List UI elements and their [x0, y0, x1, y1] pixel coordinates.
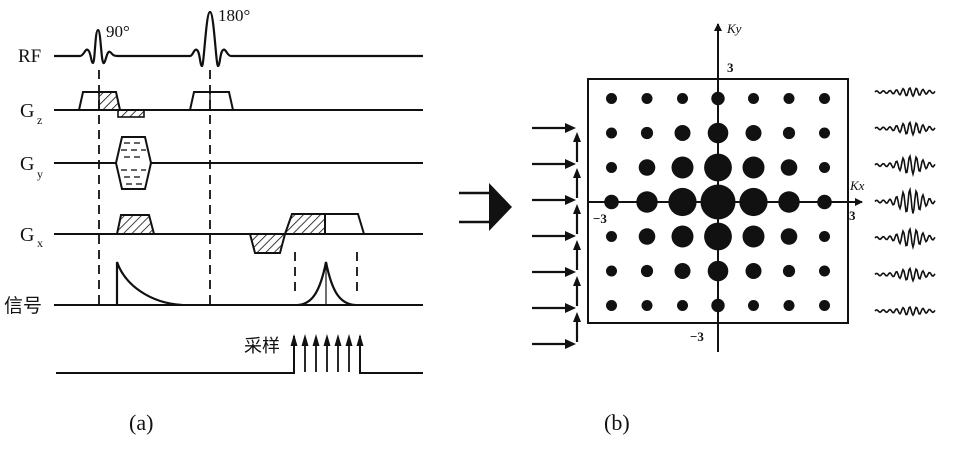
sample-arrow	[356, 334, 364, 372]
k-space-sample	[748, 300, 759, 311]
pulse-sequence-diagram: RF G z G y G x 信号 90° 180°	[4, 6, 423, 374]
gx-label: G x	[20, 224, 43, 250]
k-space-sample	[782, 264, 796, 278]
svg-text:G: G	[20, 153, 34, 175]
kx-min-label: −3	[593, 211, 607, 226]
caption-a: (a)	[129, 410, 154, 435]
phase-step-arrow	[573, 276, 581, 306]
k-space-sample	[819, 300, 830, 311]
transform-arrow	[459, 183, 512, 231]
sample-arrow	[312, 334, 320, 372]
k-space-sample	[674, 263, 691, 279]
sample-arrow	[345, 334, 353, 372]
sample-arrow	[334, 334, 342, 372]
timing-guides	[98, 70, 358, 304]
k-space-sample	[640, 126, 654, 140]
ky-axis-label: Ky	[726, 21, 742, 36]
rf-waveform	[54, 10, 423, 68]
k-space-sample	[819, 231, 830, 242]
k-space-sample	[606, 300, 617, 311]
k-space-sample	[640, 264, 654, 278]
k-space-sample	[638, 228, 656, 245]
k-space-sample	[819, 162, 830, 173]
sampling-label: 采样	[244, 336, 280, 357]
k-space-sample	[674, 125, 691, 141]
phase-step-arrow	[573, 204, 581, 234]
k-space-sample	[606, 231, 617, 242]
k-space-sample	[748, 93, 759, 104]
svg-text:G: G	[20, 100, 34, 122]
k-space-sample	[641, 300, 653, 311]
k-space-sample	[606, 127, 617, 139]
k-space-traversal	[532, 123, 581, 349]
kx-max-label: 3	[849, 208, 856, 223]
gy-waveform	[54, 136, 423, 190]
echo-signal	[874, 186, 936, 214]
pulse-90-label: 90°	[106, 22, 130, 41]
k-space-sample	[782, 126, 796, 140]
readout-line-arrow	[532, 123, 576, 133]
k-space-sample	[677, 300, 688, 311]
sampling-window	[56, 334, 423, 374]
k-space-sample	[780, 159, 798, 176]
rf-label: RF	[18, 46, 41, 67]
svg-text:z: z	[37, 113, 42, 127]
readout-line-arrow	[532, 303, 576, 313]
readout-line-arrow	[532, 159, 576, 169]
k-space-sample	[819, 127, 830, 139]
signal-waveform	[54, 261, 423, 307]
k-space-sample	[671, 225, 694, 248]
caption-b: (b)	[604, 410, 630, 435]
gz-label: G z	[20, 100, 42, 127]
svg-text:x: x	[37, 236, 43, 250]
k-space-sample	[819, 265, 830, 277]
sample-arrow	[323, 334, 331, 372]
readout-line-arrow	[532, 267, 576, 277]
gx-waveform	[54, 213, 423, 254]
k-space-sample	[742, 225, 765, 248]
k-space-sample	[745, 263, 762, 279]
k-space-sample	[606, 162, 617, 173]
k-space-sample	[671, 156, 694, 179]
kx-axis-label: Kx	[849, 178, 865, 193]
echo-signal	[874, 153, 936, 178]
sample-arrow	[290, 334, 298, 372]
svg-text:G: G	[20, 224, 34, 246]
phase-step-arrow	[573, 132, 581, 162]
k-space-sample	[819, 93, 830, 104]
k-space-sample	[606, 265, 617, 277]
echo-signals	[874, 86, 936, 317]
k-space-sample	[606, 93, 617, 104]
sample-arrow	[301, 334, 309, 372]
ky-min-label: −3	[690, 329, 704, 344]
phase-step-arrow	[573, 312, 581, 342]
k-space-sample	[780, 228, 798, 245]
echo-signal	[874, 226, 936, 251]
k-space-sample	[745, 125, 762, 141]
phase-step-arrow	[573, 168, 581, 198]
echo-signal	[874, 266, 936, 283]
k-space-sample	[677, 93, 688, 104]
signal-label: 信号	[4, 295, 42, 317]
k-space-diagram: Ky Kx 3 −3 −3 3	[532, 21, 936, 352]
k-space-sample	[641, 93, 653, 104]
readout-line-arrow	[532, 339, 576, 349]
gz-waveform	[54, 91, 423, 118]
readout-line-arrow	[532, 195, 576, 205]
gy-label: G y	[20, 153, 43, 181]
k-space-sample	[742, 156, 765, 179]
k-space-sample	[783, 93, 795, 104]
echo-signal	[874, 305, 936, 317]
readout-line-arrow	[532, 231, 576, 241]
k-space-sample	[638, 159, 656, 176]
svg-text:y: y	[37, 167, 43, 181]
pulse-180-label: 180°	[218, 6, 250, 25]
k-space-sample	[783, 300, 795, 311]
phase-step-arrow	[573, 240, 581, 270]
ky-max-label: 3	[727, 60, 734, 75]
echo-signal	[874, 120, 936, 137]
echo-signal	[874, 86, 936, 98]
